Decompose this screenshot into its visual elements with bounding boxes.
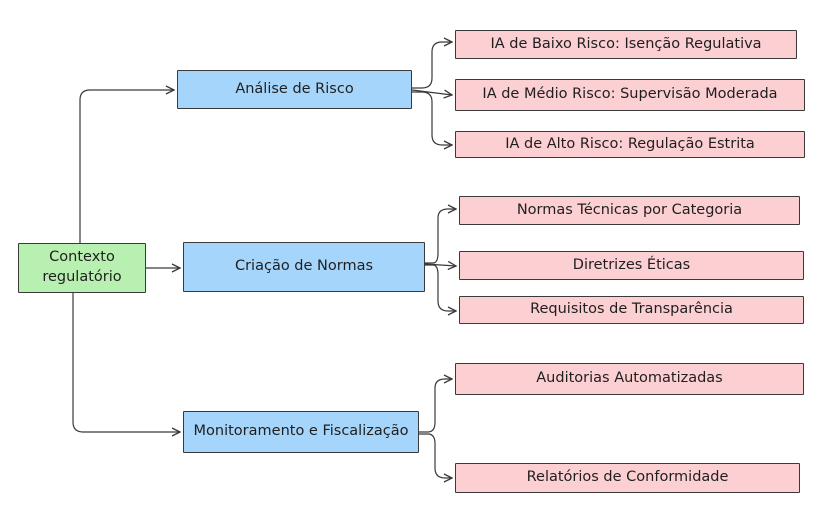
leaf-node-ia-baixo-risco: IA de Baixo Risco: Isenção Regulativa — [455, 30, 797, 59]
category-label: Criação de Normas — [234, 258, 374, 275]
leaf-node-requisitos-transparencia: Requisitos de Transparência — [459, 296, 804, 324]
root-node: Contexto regulatório — [18, 243, 146, 293]
leaf-label: IA de Médio Risco: Supervisão Moderada — [482, 86, 778, 103]
leaf-label: Auditorias Automatizadas — [536, 370, 723, 387]
category-node-analise-de-risco: Análise de Risco — [177, 70, 412, 109]
leaf-label: Normas Técnicas por Categoria — [516, 201, 743, 218]
leaf-label: Relatórios de Conformidade — [526, 469, 729, 486]
leaf-node-auditorias-automatizadas: Auditorias Automatizadas — [455, 363, 804, 395]
edge-root-to-analise — [79, 90, 174, 244]
edge-criacao-to-tecnicas — [424, 209, 456, 264]
leaf-label: Requisitos de Transparência — [530, 301, 733, 318]
leaf-label: IA de Alto Risco: Regulação Estrita — [505, 135, 755, 152]
leaf-node-relatorios-conformidade: Relatórios de Conformidade — [455, 463, 800, 493]
category-label: Monitoramento e Fiscalização — [193, 423, 409, 440]
edge-criacao-to-eticas — [424, 264, 456, 266]
edge-criacao-to-transparencia — [424, 264, 456, 311]
edge-monitoramento-to-auditorias — [418, 379, 452, 433]
edge-analise-to-alto — [411, 91, 452, 145]
leaf-node-ia-medio-risco: IA de Médio Risco: Supervisão Moderada — [455, 79, 805, 111]
category-label: Análise de Risco — [235, 80, 354, 97]
leaf-node-diretrizes-eticas: Diretrizes Éticas — [459, 251, 804, 280]
leaf-label: Diretrizes Éticas — [572, 256, 691, 273]
category-node-criacao-de-normas: Criação de Normas — [183, 242, 425, 292]
edge-root-to-monitoramento — [72, 292, 180, 432]
edge-analise-to-baixo — [411, 42, 452, 89]
leaf-node-ia-alto-risco: IA de Alto Risco: Regulação Estrita — [455, 131, 805, 158]
edge-analise-to-medio — [411, 89, 452, 95]
leaf-label: IA de Baixo Risco: Isenção Regulativa — [490, 35, 762, 52]
edge-monitoramento-to-relatorios — [418, 433, 452, 478]
leaf-node-normas-tecnicas: Normas Técnicas por Categoria — [459, 196, 800, 225]
root-label: Contexto regulatório — [42, 249, 122, 285]
category-node-monitoramento-e-fiscalizacao: Monitoramento e Fiscalização — [183, 411, 419, 453]
